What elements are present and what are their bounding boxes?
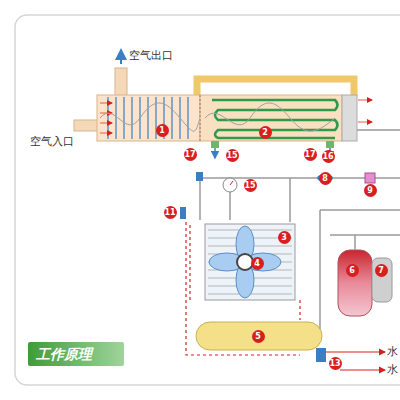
- bypass-pipe: [197, 79, 354, 96]
- tubes: [108, 97, 188, 139]
- text-label: 水: [387, 346, 398, 358]
- drain-valve: [316, 348, 326, 362]
- callout-number: 15: [244, 179, 257, 192]
- callout-number: 1: [156, 124, 169, 137]
- expansion-valve: [180, 207, 186, 219]
- callout-number: 6: [346, 264, 359, 277]
- text-label: 空气出口: [129, 50, 173, 62]
- inlet-pipe: [74, 120, 98, 131]
- callout-number: 16: [322, 150, 335, 163]
- solenoid-valve: [365, 173, 375, 183]
- outlet-pipe: [115, 68, 127, 96]
- pressure-gauge: [223, 178, 237, 192]
- water-flow: [326, 352, 385, 370]
- valve: [196, 172, 203, 181]
- gauge-needle: [230, 181, 233, 185]
- text-label: 水: [387, 364, 398, 376]
- accumulator: [372, 258, 392, 302]
- compressor: [338, 250, 372, 316]
- callout-number: 17: [304, 148, 317, 161]
- callout-number: 7: [375, 264, 388, 277]
- refrigerant-coil: [212, 100, 338, 138]
- callout-number: 13: [329, 357, 342, 370]
- title-banner: 工作原理: [28, 342, 124, 366]
- air-flow: [358, 100, 372, 122]
- callout-number: 3: [278, 231, 291, 244]
- refrigerant-pipe: [200, 175, 400, 330]
- callout-number: 15: [226, 149, 239, 162]
- refrigerant-pipe: [357, 129, 400, 131]
- callout-number: 9: [364, 184, 377, 197]
- condenser: [205, 224, 295, 300]
- divider: [199, 95, 201, 141]
- evaporator: [200, 95, 342, 141]
- precooler: [97, 95, 200, 141]
- receiver-tank: [196, 322, 322, 350]
- end-cap: [342, 95, 357, 141]
- refrigerant-pipe: [330, 234, 400, 236]
- text-label: 空气入口: [30, 136, 74, 148]
- callout-number: 2: [259, 126, 272, 139]
- callout-number: 5: [252, 330, 265, 343]
- callout-number: 11: [164, 206, 177, 219]
- refrigerant-pipe: [354, 235, 356, 250]
- flow-wave: [100, 103, 200, 131]
- callout-number: 4: [251, 257, 264, 270]
- callout-number: 17: [184, 148, 197, 161]
- fan: [209, 226, 281, 298]
- callout-number: 8: [319, 172, 332, 185]
- outlet-arrow: [120, 50, 122, 64]
- frame: [15, 15, 400, 385]
- air-flow: [100, 103, 112, 133]
